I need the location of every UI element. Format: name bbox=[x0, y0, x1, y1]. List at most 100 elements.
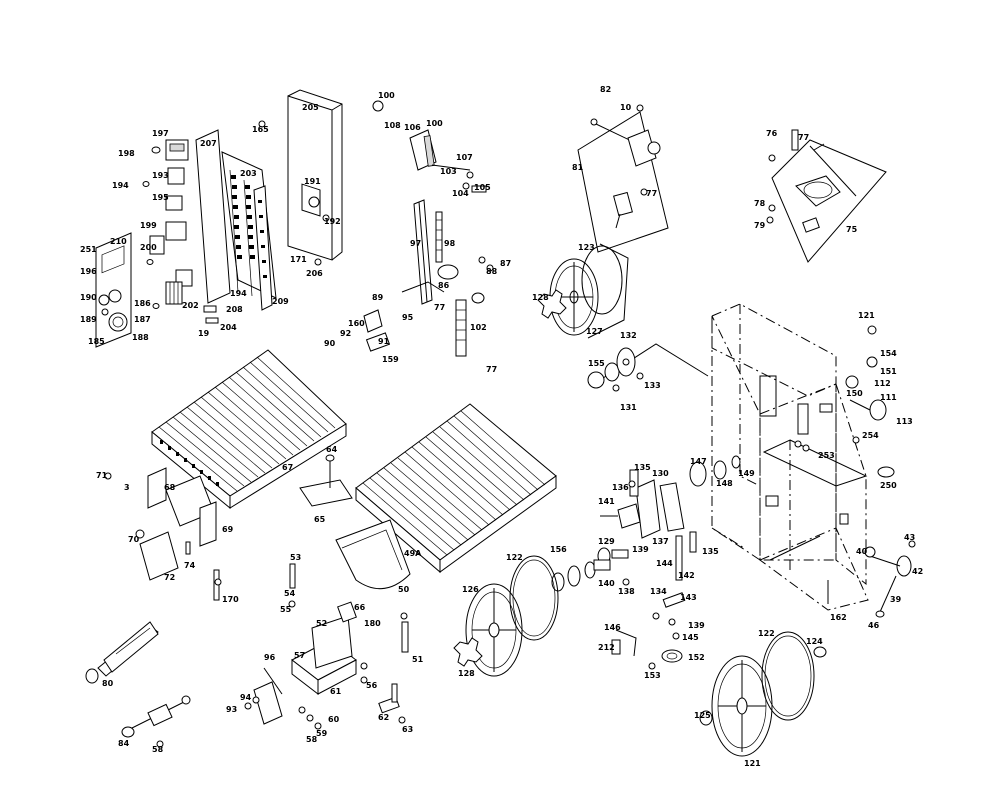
tension-assembly bbox=[577, 104, 669, 253]
callout-146: 146 bbox=[604, 623, 621, 632]
callout-189: 189 bbox=[80, 315, 97, 324]
callout-165: 165 bbox=[252, 125, 269, 134]
callout-121: 121 bbox=[858, 311, 875, 320]
callout-180: 180 bbox=[364, 619, 381, 628]
callout-152: 152 bbox=[688, 653, 705, 662]
callout-108: 108 bbox=[384, 121, 401, 130]
callout-204: 204 bbox=[220, 323, 237, 332]
callout-77b: 77 bbox=[486, 365, 497, 374]
callout-3: 3 bbox=[124, 483, 130, 492]
callout-84: 84 bbox=[118, 739, 130, 748]
callout-188: 188 bbox=[132, 333, 149, 342]
callout-131: 131 bbox=[620, 403, 637, 412]
upper-wheel-assembly bbox=[537, 243, 709, 392]
callout-190: 190 bbox=[80, 293, 97, 302]
callout-79: 79 bbox=[754, 221, 766, 230]
callout-81: 81 bbox=[572, 163, 584, 172]
tire-123 bbox=[581, 245, 623, 315]
knob-186 bbox=[108, 289, 122, 303]
callout-75: 75 bbox=[846, 225, 858, 234]
callout-162: 162 bbox=[830, 613, 847, 622]
callout-103: 103 bbox=[440, 167, 457, 176]
callout-72: 72 bbox=[164, 573, 175, 582]
callout-63: 63 bbox=[402, 725, 413, 734]
callout-156: 156 bbox=[550, 545, 567, 554]
callout-104: 104 bbox=[452, 189, 469, 198]
emergency-stop-switch bbox=[108, 312, 128, 332]
callout-210: 210 bbox=[110, 237, 127, 246]
callout-191: 191 bbox=[304, 177, 321, 186]
callout-153: 153 bbox=[644, 671, 661, 680]
callout-124: 124 bbox=[806, 637, 823, 646]
callout-127: 127 bbox=[586, 327, 603, 336]
callout-111: 111 bbox=[880, 393, 897, 402]
callout-95: 95 bbox=[402, 313, 414, 322]
callout-42: 42 bbox=[912, 567, 923, 576]
callout-56: 56 bbox=[366, 681, 378, 690]
callout-208: 208 bbox=[226, 305, 243, 314]
callout-10: 10 bbox=[620, 103, 632, 112]
blade-guide-lower-assembly bbox=[551, 455, 741, 670]
callout-140: 140 bbox=[598, 579, 615, 588]
rack-98 bbox=[435, 211, 443, 263]
bottom-wheel-assembly bbox=[699, 631, 827, 757]
callout-136: 136 bbox=[612, 483, 629, 492]
callout-43: 43 bbox=[904, 533, 915, 542]
callout-128: 128 bbox=[532, 293, 549, 302]
callout-86: 86 bbox=[438, 281, 450, 290]
callout-132: 132 bbox=[620, 331, 637, 340]
callout-90: 90 bbox=[324, 339, 336, 348]
callout-97: 97 bbox=[410, 239, 421, 248]
main-table-49A bbox=[299, 403, 557, 653]
callout-192: 192 bbox=[324, 217, 341, 226]
callout-126: 126 bbox=[462, 585, 479, 594]
callout-65: 65 bbox=[314, 515, 326, 524]
callout-69: 69 bbox=[222, 525, 234, 534]
handwheel-42 bbox=[896, 555, 912, 577]
callout-194: 194 bbox=[112, 181, 129, 190]
callout-87: 87 bbox=[500, 259, 511, 268]
callout-170: 170 bbox=[222, 595, 239, 604]
callout-53: 53 bbox=[290, 553, 301, 562]
callout-49a: 49A bbox=[404, 549, 422, 558]
callout-71: 71 bbox=[96, 471, 108, 480]
callout-144: 144 bbox=[656, 559, 673, 568]
callout-250: 250 bbox=[880, 481, 897, 490]
callout-100: 100 bbox=[378, 91, 395, 100]
callout-159: 159 bbox=[382, 355, 399, 364]
callout-94: 94 bbox=[240, 693, 252, 702]
callout-55: 55 bbox=[280, 605, 292, 614]
callout-51: 51 bbox=[412, 655, 424, 664]
table-tilt-bracket bbox=[766, 129, 887, 263]
callout-91: 91 bbox=[378, 337, 390, 346]
callout-123: 123 bbox=[578, 243, 595, 252]
callout-77d: 77 bbox=[798, 133, 809, 142]
lower-wheel-assembly bbox=[453, 555, 559, 677]
blade-guide-post-assembly bbox=[363, 100, 494, 357]
callout-19x: 19 bbox=[198, 329, 210, 338]
callout-160: 160 bbox=[348, 319, 365, 328]
callout-141: 141 bbox=[598, 497, 615, 506]
callout-82: 82 bbox=[600, 85, 611, 94]
callout-199: 199 bbox=[140, 221, 157, 230]
callout-142: 142 bbox=[678, 571, 695, 580]
callout-112: 112 bbox=[874, 379, 891, 388]
callout-125: 125 bbox=[694, 711, 711, 720]
callout-135b: 135 bbox=[702, 547, 719, 556]
callout-39: 39 bbox=[890, 595, 902, 604]
callout-100b: 100 bbox=[426, 119, 443, 128]
callout-50: 50 bbox=[398, 585, 410, 594]
callout-143: 143 bbox=[680, 593, 697, 602]
tire-122b bbox=[761, 631, 815, 721]
callout-193: 193 bbox=[152, 171, 169, 180]
callout-76: 76 bbox=[766, 129, 778, 138]
callout-59: 59 bbox=[316, 729, 328, 738]
callout-209: 209 bbox=[272, 297, 289, 306]
callout-198: 198 bbox=[118, 149, 135, 158]
callout-labels: 197 198 207 193 194 195 199 200 203 210 … bbox=[80, 85, 923, 768]
callout-130: 130 bbox=[652, 469, 669, 478]
callout-102: 102 bbox=[470, 323, 487, 332]
callout-155: 155 bbox=[588, 359, 605, 368]
callout-171: 171 bbox=[290, 255, 307, 264]
electrical-assembly bbox=[95, 89, 343, 348]
